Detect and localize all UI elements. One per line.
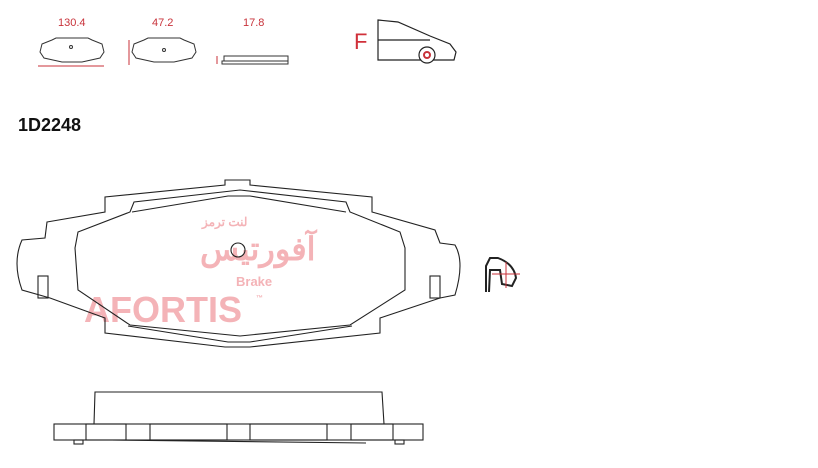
thumbnail-height xyxy=(128,37,197,65)
part-number: 1D2248 xyxy=(18,115,82,135)
backplate-outline xyxy=(16,179,461,348)
axle-position-label: F xyxy=(354,29,368,54)
car-front-icon xyxy=(377,19,457,64)
clip-side-view xyxy=(485,257,520,293)
friction-material-outline xyxy=(74,189,406,337)
height-dimension-label: 47.2 xyxy=(152,17,174,29)
thumbnail-thickness xyxy=(216,55,289,65)
brake-pad-front-view xyxy=(16,179,461,348)
watermark-logo: لنت ترمز آفورتیس Brake AFORTIS ™ xyxy=(84,215,318,330)
svg-text:™: ™ xyxy=(256,295,263,302)
length-dimension-label: 130.4 xyxy=(58,17,86,29)
svg-text:Brake: Brake xyxy=(236,274,272,289)
thickness-dimension-label: 17.8 xyxy=(243,17,265,29)
svg-text:لنت ترمز: لنت ترمز xyxy=(201,215,247,230)
svg-text:آفورتیس: آفورتیس xyxy=(200,228,318,269)
brake-pad-side-view xyxy=(53,391,424,445)
center-hole xyxy=(230,242,246,258)
thumbnail-length xyxy=(38,37,105,67)
svg-text:AFORTIS: AFORTIS xyxy=(84,289,242,330)
